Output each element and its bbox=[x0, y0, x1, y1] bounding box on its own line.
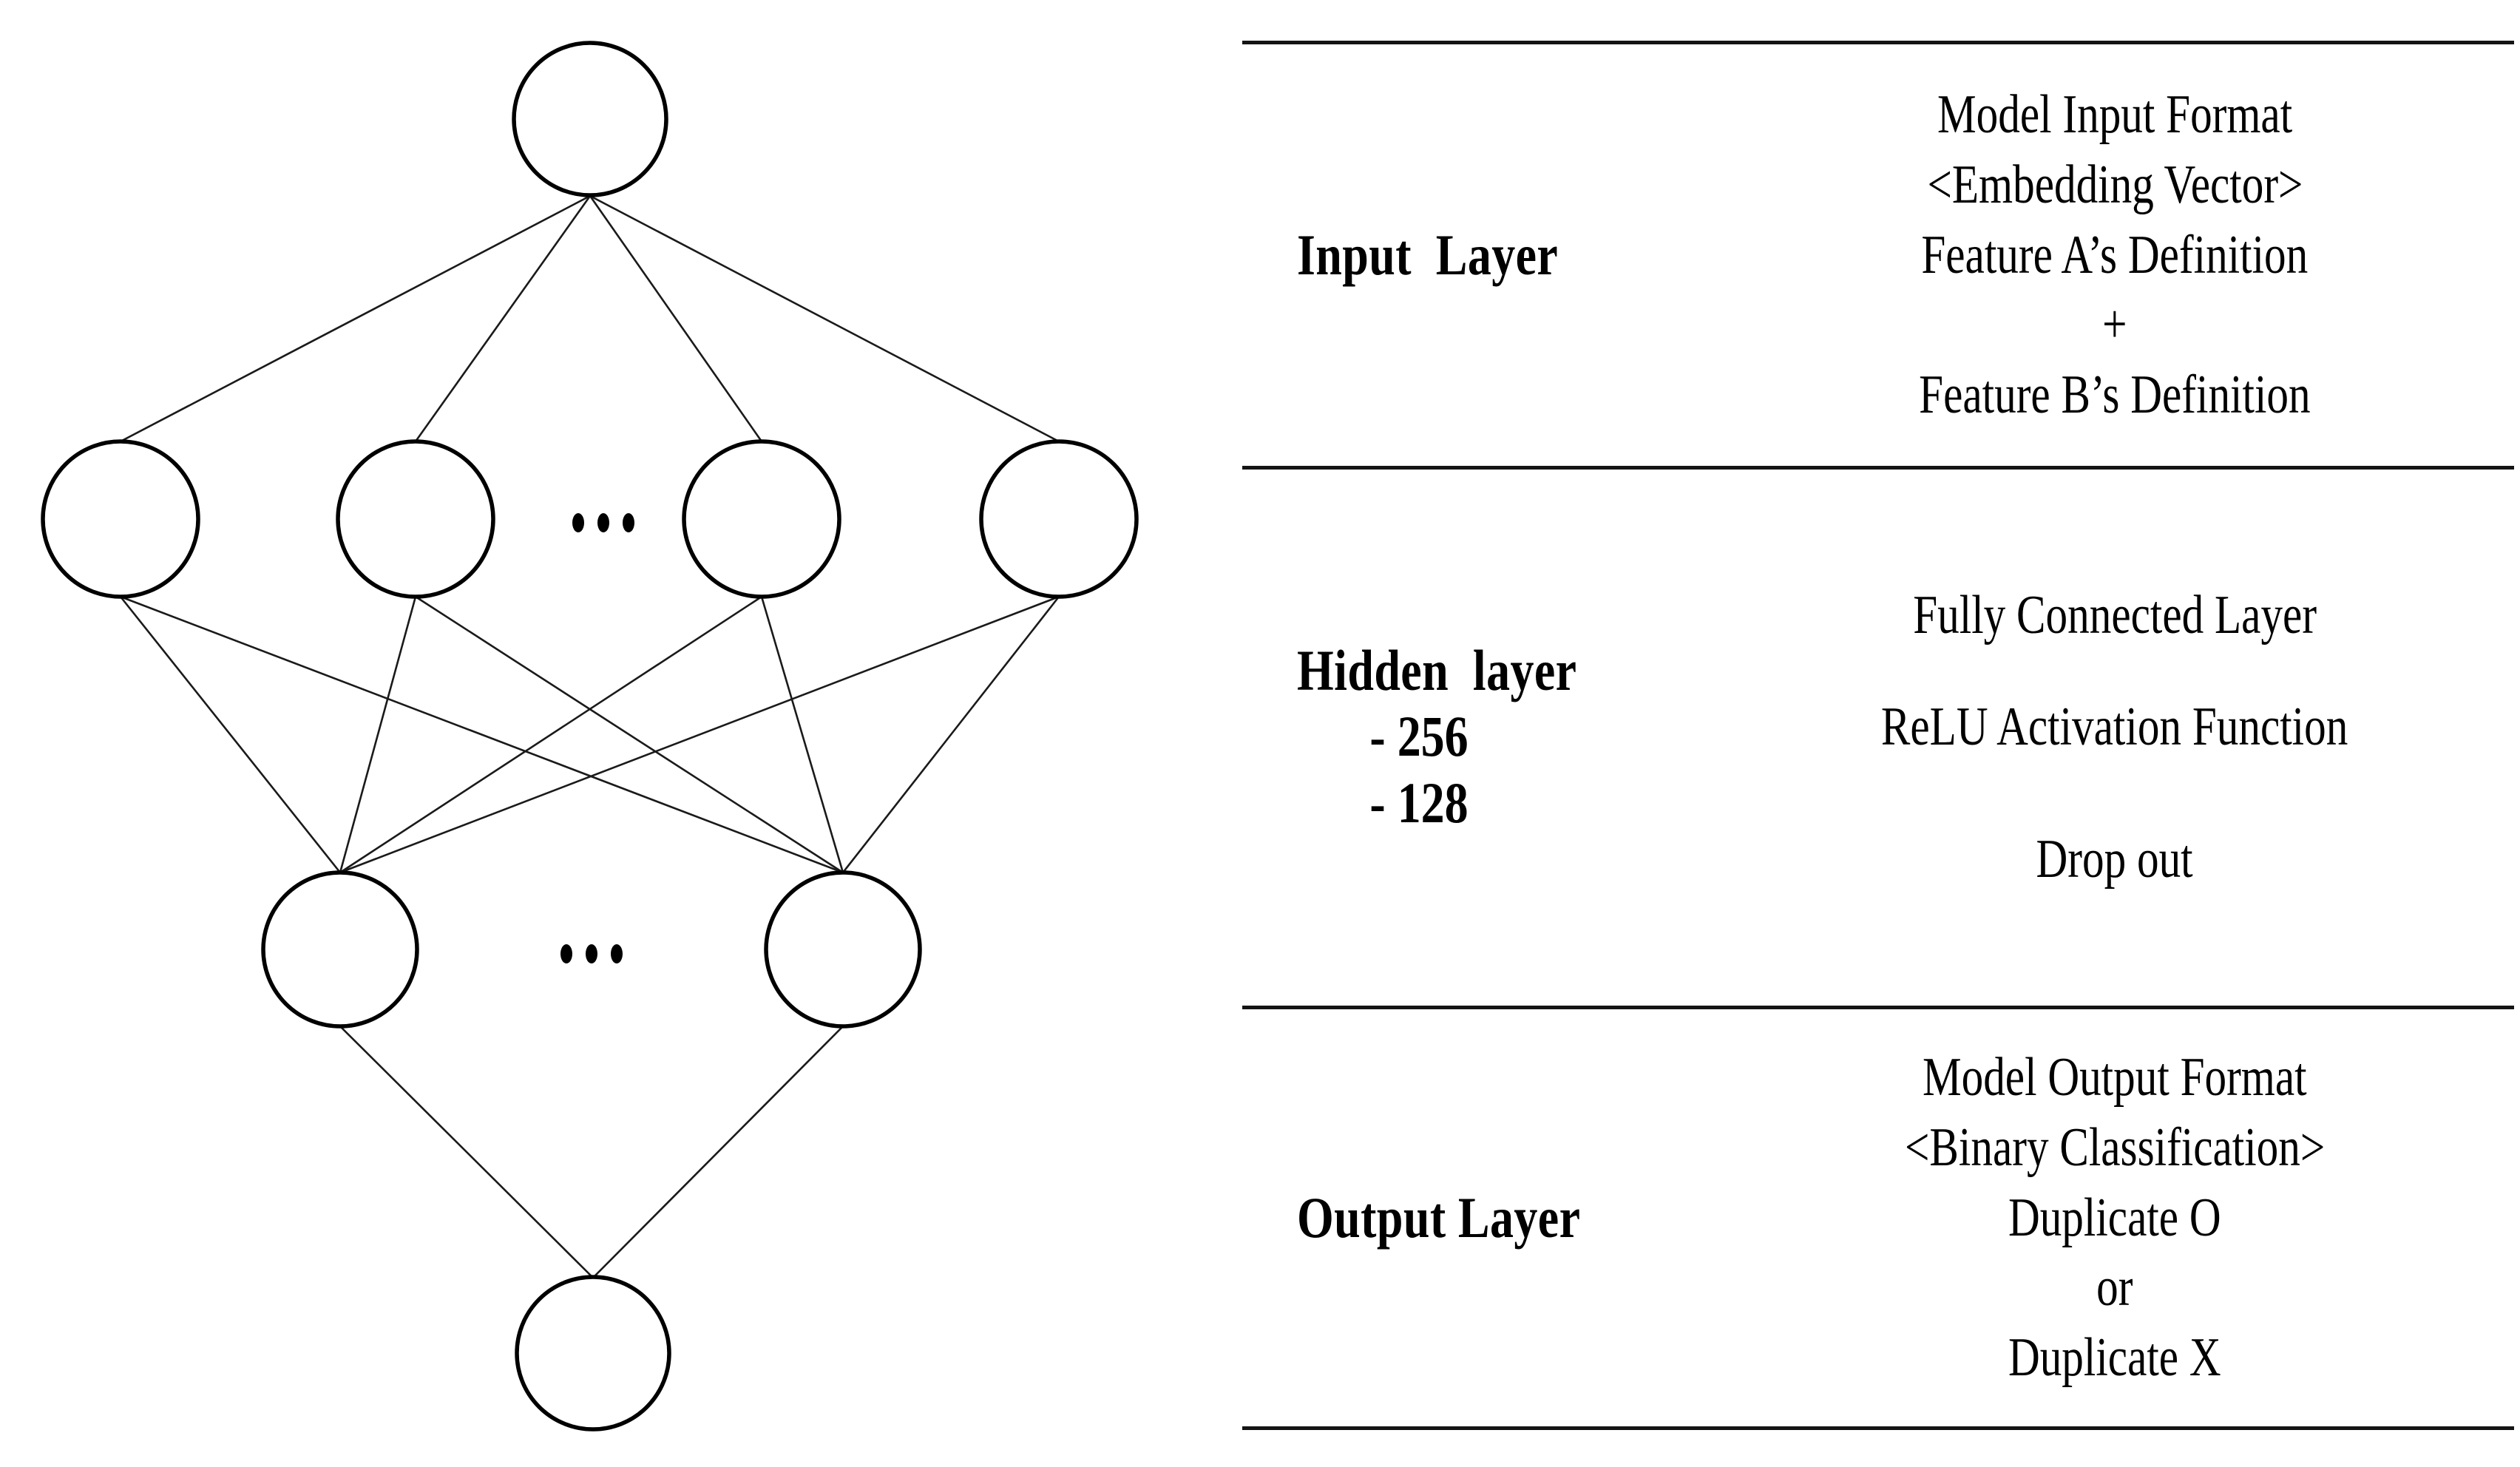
output-desc-line-4: or bbox=[2096, 1257, 2133, 1318]
input-layer-description-cell: Model Input Format <Embedding Vector> Fe… bbox=[1715, 80, 2514, 430]
hidden-desc-line-2: ReLU Activation Function bbox=[1881, 697, 2348, 758]
output-layer-label: Output Layer bbox=[1297, 1185, 1581, 1250]
neuron-hidden1-4 bbox=[979, 439, 1139, 599]
hidden-layer-label: Hidden layer bbox=[1297, 638, 1577, 703]
neuron-input-1 bbox=[512, 41, 668, 197]
neuron-hidden1-2 bbox=[336, 439, 495, 599]
neuron-hidden1-3 bbox=[682, 439, 841, 599]
hidden-layer-1-ellipsis-icon bbox=[572, 513, 634, 532]
hidden-layer-description-cell: Fully Connected Layer ReLU Activation Fu… bbox=[1715, 580, 2514, 894]
table-row-input-layer: Input Layer Model Input Format <Embeddin… bbox=[1242, 44, 2514, 466]
network-diagram-canvas bbox=[41, 41, 1139, 1432]
edges-hidden1-to-hidden2 bbox=[119, 595, 1060, 874]
hidden-desc-line-3: Drop out bbox=[2036, 828, 2194, 890]
input-desc-line-5: Feature B’s Definition bbox=[1919, 365, 2311, 426]
table-rule-after-hidden bbox=[1242, 1006, 2514, 1009]
output-layer-label-cell: Output Layer bbox=[1242, 1185, 1715, 1250]
table-rule-bottom bbox=[1242, 1426, 2514, 1430]
input-layer-label: Input Layer bbox=[1297, 223, 1559, 288]
neuron-hidden2-1 bbox=[261, 870, 419, 1029]
table-row-hidden-layer: Hidden layer - 256 - 128 Fully Connected… bbox=[1242, 470, 2514, 1006]
output-layer-description-cell: Model Output Format <Binary Classificati… bbox=[1715, 1043, 2514, 1393]
neuron-hidden2-2 bbox=[764, 870, 922, 1029]
hidden-layer-size-128: - 128 bbox=[1369, 770, 1469, 836]
output-desc-line-1: Model Output Format bbox=[1923, 1047, 2307, 1108]
output-layer-nodes bbox=[515, 1275, 671, 1432]
table-rule-after-input bbox=[1242, 466, 2514, 470]
input-layer-nodes bbox=[512, 41, 668, 197]
output-desc-line-3: Duplicate O bbox=[2008, 1187, 2221, 1248]
network-diagram bbox=[0, 0, 1227, 1467]
hidden-layer-2-nodes bbox=[261, 870, 922, 1029]
neuron-output-1 bbox=[515, 1275, 671, 1432]
input-desc-line-4: + bbox=[2102, 294, 2127, 356]
hidden-layer-label-cell: Hidden layer - 256 - 128 bbox=[1242, 638, 1715, 836]
hidden-layer-2-ellipsis-icon bbox=[560, 944, 623, 963]
edges-input-to-hidden1 bbox=[120, 194, 1060, 443]
hidden-layer-size-256: - 256 bbox=[1369, 703, 1469, 768]
neuron-hidden1-1 bbox=[41, 439, 200, 599]
input-desc-line-1: Model Input Format bbox=[1937, 84, 2293, 146]
architecture-spec-table: Input Layer Model Input Format <Embeddin… bbox=[1242, 0, 2514, 1467]
edges-hidden2-to-output bbox=[339, 1026, 844, 1278]
output-desc-line-5: Duplicate X bbox=[2008, 1327, 2221, 1389]
input-desc-line-2: <Embedding Vector> bbox=[1927, 154, 2303, 215]
output-desc-line-2: <Binary Classification> bbox=[1904, 1117, 2326, 1178]
input-desc-line-3: Feature A’s Definition bbox=[1921, 224, 2309, 285]
hidden-layer-1-nodes bbox=[41, 439, 1139, 599]
table-row-output-layer: Output Layer Model Output Format <Binary… bbox=[1242, 1009, 2514, 1426]
hidden-desc-line-1: Fully Connected Layer bbox=[1913, 585, 2317, 646]
input-layer-label-cell: Input Layer bbox=[1242, 223, 1715, 287]
table-rule-top bbox=[1242, 41, 2514, 44]
